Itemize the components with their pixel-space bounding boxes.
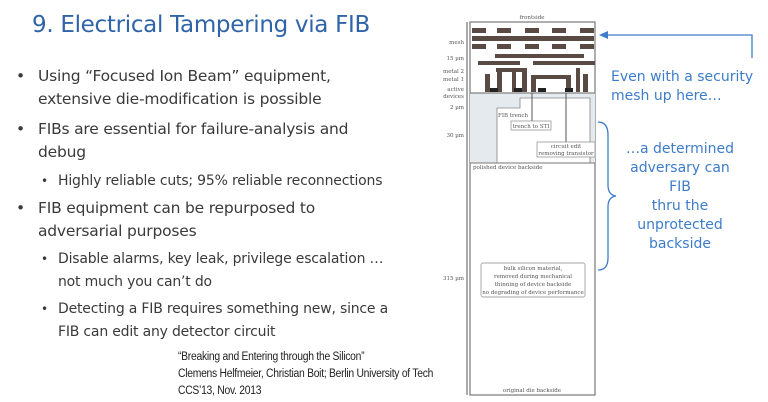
label-trench-sti: trench to STI (513, 124, 550, 130)
label-polished-backside: polished device backside (473, 165, 543, 171)
trench-to-sti-label-box (510, 120, 552, 131)
svg-text:15 µm: 15 µm (446, 56, 464, 62)
arrow-to-mesh (604, 34, 753, 58)
security-mesh (472, 28, 594, 49)
circuit-edit-label-box (536, 141, 596, 158)
arrow-head-icon (599, 31, 608, 39)
brace-icon (597, 121, 617, 271)
svg-text:active: active (447, 87, 464, 93)
svg-text:metal 2: metal 2 (443, 69, 464, 75)
label-fib-trench: FIB trench (498, 113, 528, 119)
svg-text:metal 1: metal 1 (443, 77, 464, 83)
svg-text:removed during mechanical: removed during mechanical (494, 274, 572, 280)
svg-text:devices: devices (443, 94, 464, 100)
svg-text:315 µm: 315 µm (443, 276, 465, 282)
svg-text:30 µm: 30 µm (446, 133, 464, 139)
label-frontside: frontside (519, 15, 544, 21)
svg-text:mesh: mesh (449, 40, 464, 46)
sub-bullet-3-1: •Disable alarms, key leak, privilege esc… (41, 251, 384, 290)
svg-text:removing transistor: removing transistor (538, 151, 594, 157)
bullet-1: •Using “Focused Ion Beam” equipment,exte… (16, 67, 331, 108)
svg-text:no degrading of device perform: no degrading of device performance (482, 290, 583, 296)
metal-layers (478, 54, 595, 92)
bullet-2: •FIBs are essential for failure-analysis… (16, 120, 349, 161)
svg-text:2 µm: 2 µm (450, 105, 465, 111)
svg-text:circuit edit: circuit edit (551, 144, 582, 150)
slide-title: 9. Electrical Tampering via FIB (32, 12, 371, 38)
label-original-backside: original die backside (503, 388, 561, 394)
sub-bullet-2-1: •Highly reliable cuts; 95% reliable reco… (41, 173, 383, 189)
svg-text:thinning of device backside: thinning of device backside (495, 282, 572, 288)
citation: “Breaking and Entering through the Silic… (178, 351, 434, 397)
svg-text:bulk silicon material,: bulk silicon material, (504, 266, 563, 272)
sub-bullet-3-2: •Detecting a FIB requires something new,… (41, 301, 388, 340)
bulk-label-box (480, 262, 586, 298)
